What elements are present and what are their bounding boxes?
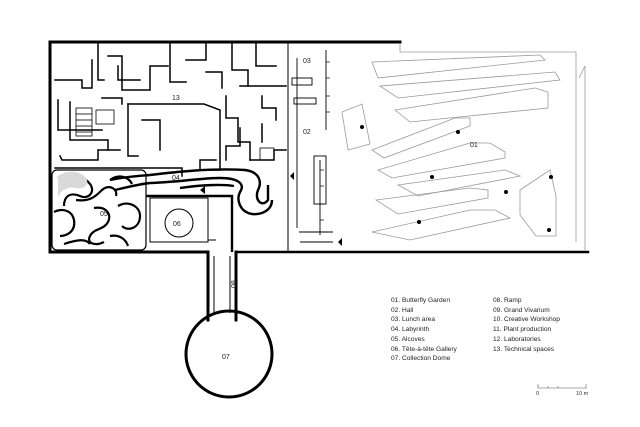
labyrinth xyxy=(109,168,274,216)
garden-plants xyxy=(360,125,553,232)
legend: 01. Butterfly Garden 02. Hall 03. Lunch … xyxy=(391,296,591,366)
legend-item: 06. Tête-à-tête Gallery xyxy=(391,345,457,353)
legend-item: 01. Butterfly Garden xyxy=(391,297,451,304)
collection-dome xyxy=(184,256,274,399)
legend-column-2: 08. Ramp 09. Grand Vivarium 10. Creative… xyxy=(493,296,560,354)
technical-spaces xyxy=(54,43,287,177)
label-01: 01 xyxy=(470,142,478,149)
legend-item: 05. Alcoves xyxy=(391,335,425,343)
legend-item: 07. Collection Dome xyxy=(391,355,451,363)
label-04: 04 xyxy=(172,175,180,182)
label-07: 07 xyxy=(222,354,230,361)
scale-start-label: 0 xyxy=(536,391,540,397)
room-labels: 01 02 03 04 05 06 07 08 13 xyxy=(100,58,478,361)
butterfly-garden xyxy=(341,44,586,250)
label-03: 03 xyxy=(303,58,311,65)
legend-item: 09. Grand Vivarium xyxy=(493,306,550,314)
label-02: 02 xyxy=(303,129,311,136)
alcoves xyxy=(51,169,147,251)
alcove-texture xyxy=(58,171,88,198)
label-06: 06 xyxy=(173,221,181,228)
legend-item: 12. Laboratories xyxy=(493,335,541,343)
legend-item: 08. Ramp xyxy=(493,297,522,304)
legend-item: 04. Labyrinth xyxy=(391,326,430,334)
label-05: 05 xyxy=(100,211,108,218)
legend-column-1: 01. Butterfly Garden 02. Hall 03. Lunch … xyxy=(391,296,457,364)
label-13: 13 xyxy=(172,95,180,102)
legend-item: 10. Creative Workshop xyxy=(493,316,560,324)
legend-item: 03. Lunch area xyxy=(391,316,435,324)
legend-item: 02. Hall xyxy=(391,306,414,314)
stair-block xyxy=(75,107,275,161)
legend-item: 11. Plant production xyxy=(493,326,552,334)
legend-item: 13. Technical spaces xyxy=(493,345,555,353)
scale-end-label: 10 m xyxy=(576,391,589,397)
tete-a-tete-gallery xyxy=(146,194,234,252)
scale-bar xyxy=(537,384,587,389)
hall-area xyxy=(291,50,333,243)
outer-walls xyxy=(48,40,590,322)
label-08: 08 xyxy=(231,280,238,288)
hall-stair-ticks xyxy=(320,61,330,221)
labyrinth-arrows xyxy=(200,172,342,246)
